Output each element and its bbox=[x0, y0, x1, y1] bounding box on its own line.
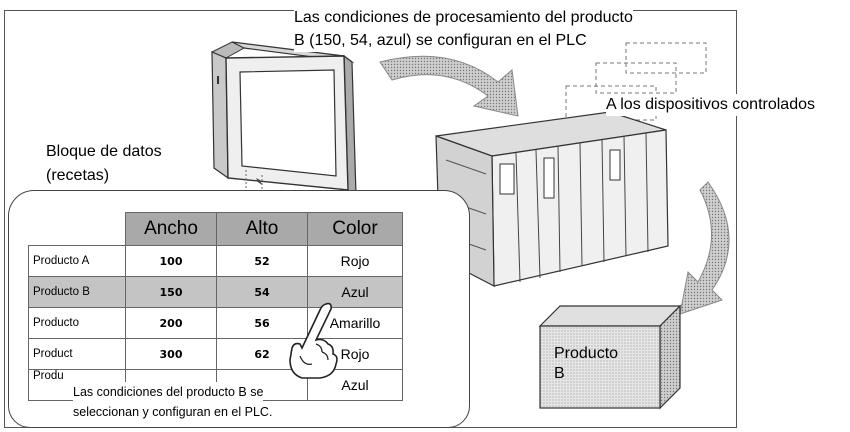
hand-pointer-icon bbox=[289, 302, 338, 379]
controlled-devices-label: A los dispositivos controlados bbox=[606, 94, 815, 116]
product-box-icon bbox=[538, 304, 682, 410]
data-block-label-line1: Bloque de datos bbox=[46, 143, 162, 160]
product-b-label-line2: B bbox=[554, 365, 565, 382]
device-outline-1 bbox=[625, 42, 707, 74]
header-color: Color bbox=[307, 212, 403, 246]
header-ancho: Ancho bbox=[125, 212, 217, 246]
recipe-ancho: 150 bbox=[125, 276, 217, 308]
plc-caption-line1: Las condiciones de procesamiento del pro… bbox=[294, 6, 633, 29]
device-outline-2 bbox=[595, 62, 677, 94]
product-b-label: Producto B bbox=[554, 344, 618, 384]
recipe-table: Ancho Alto Color Producto A 100 52 Rojo … bbox=[28, 212, 403, 401]
recipe-alto: 52 bbox=[216, 245, 308, 277]
recipe-ancho: 100 bbox=[125, 245, 217, 277]
recipe-name: Producto bbox=[28, 307, 126, 339]
hmi-panel-icon bbox=[210, 41, 357, 197]
plc-rack-icon bbox=[435, 111, 669, 287]
recipe-ancho: 300 bbox=[125, 338, 217, 370]
selection-note-line1: Las condiciones del producto B se bbox=[73, 382, 264, 402]
arrow-to-product bbox=[679, 181, 730, 315]
recipe-color: Rojo bbox=[307, 245, 403, 277]
recipe-header-blank bbox=[29, 213, 126, 246]
recipe-name: Producto B bbox=[28, 276, 126, 308]
plc-caption-line2: B (150, 54, azul) se configuran en el PL… bbox=[294, 29, 587, 52]
recipe-row-a[interactable]: Producto A 100 52 Rojo bbox=[28, 245, 403, 277]
selection-note-line2: seleccionan y configuran en el PLC. bbox=[73, 402, 273, 422]
recipe-name: Producto A bbox=[28, 245, 126, 277]
recipe-alto: 54 bbox=[216, 276, 308, 308]
recipe-header-row: Ancho Alto Color bbox=[29, 212, 403, 246]
data-block-label: Bloque de datos (recetas) bbox=[46, 140, 162, 188]
recipe-ancho: 200 bbox=[125, 307, 217, 339]
header-alto: Alto bbox=[216, 212, 308, 246]
arrow-to-plc bbox=[379, 55, 519, 117]
product-b-label-line1: Producto bbox=[554, 345, 619, 362]
recipe-color: Azul bbox=[307, 276, 403, 308]
recipe-row-b-selected[interactable]: Producto B 150 54 Azul bbox=[28, 276, 403, 308]
recipe-name: Product bbox=[28, 338, 126, 370]
data-block-label-line2: (recetas) bbox=[46, 167, 110, 184]
